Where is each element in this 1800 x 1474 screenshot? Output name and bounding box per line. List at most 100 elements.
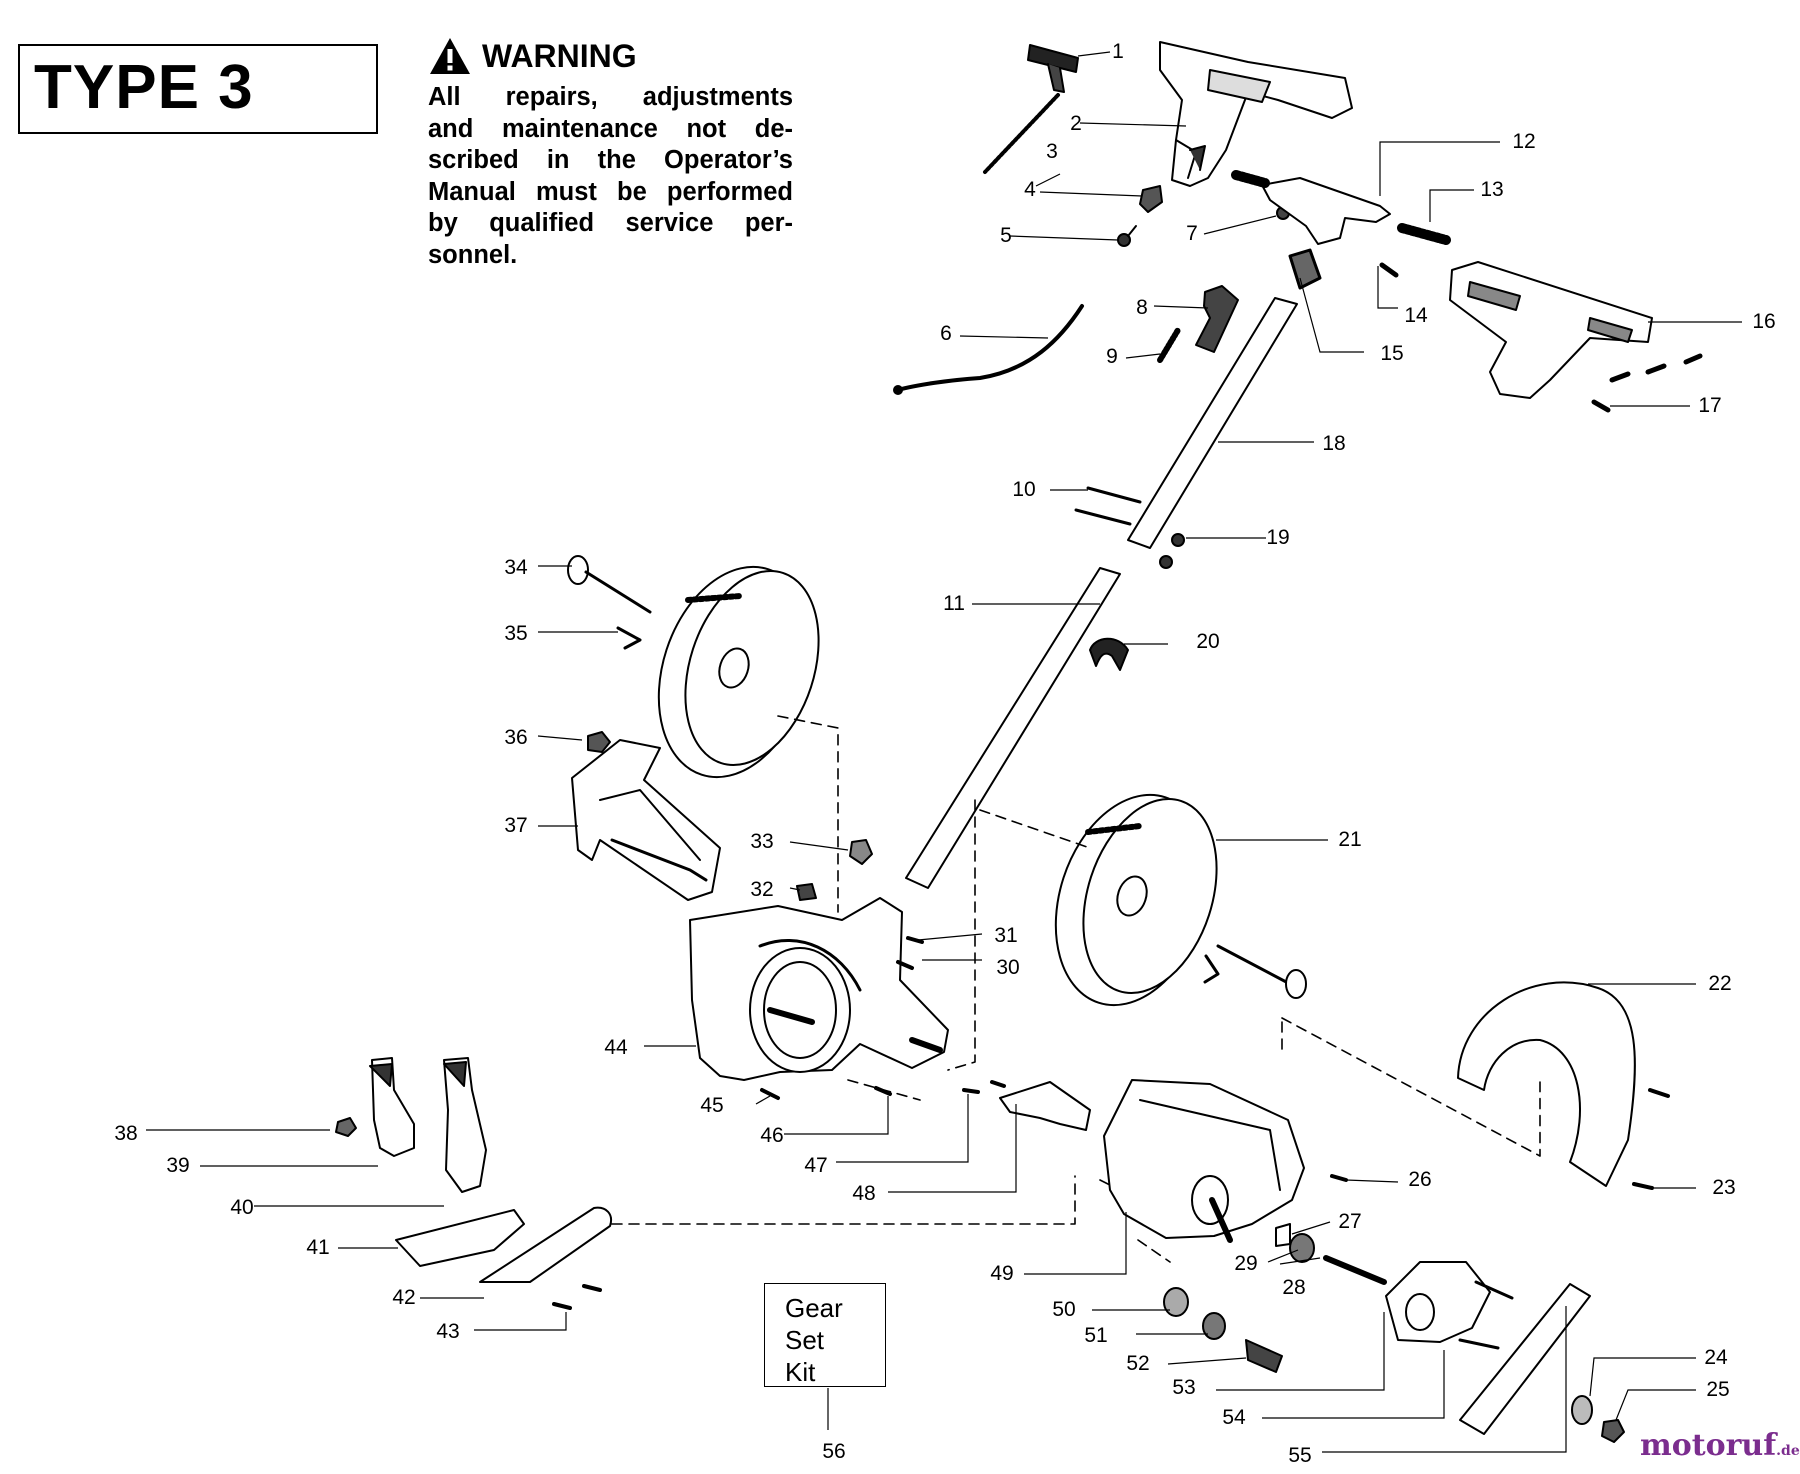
warning-title: WARNING	[482, 37, 637, 74]
warning-line: and maintenance not de-	[428, 114, 793, 143]
callout-7: 7	[1186, 222, 1198, 245]
callout-6: 6	[940, 322, 952, 345]
warning-heading: WARNING	[428, 30, 793, 82]
part-screws-23	[1632, 1088, 1670, 1190]
callout-21: 21	[1338, 828, 1362, 851]
callout-25: 25	[1706, 1378, 1730, 1401]
part-handle-cover	[1449, 261, 1653, 399]
part-shoe-39	[369, 1057, 415, 1157]
part-plate-42	[479, 1206, 612, 1283]
callout-48: 48	[852, 1182, 876, 1205]
callout-27: 27	[1338, 1210, 1362, 1233]
callout-8: 8	[1136, 296, 1148, 319]
callout-14: 14	[1404, 304, 1428, 327]
part-bracket-37	[571, 739, 721, 901]
callout-30: 30	[996, 956, 1020, 979]
callout-24: 24	[1704, 1346, 1728, 1369]
part-washer-51	[1202, 1312, 1226, 1340]
part-spring-9	[1157, 327, 1181, 363]
callout-43: 43	[436, 1320, 460, 1343]
warning-line: by qualified service per-	[428, 209, 793, 237]
warning-line: Manual must be performed	[428, 177, 793, 206]
part-washer-24	[1571, 1395, 1593, 1425]
part-lower-tube	[905, 567, 1121, 889]
callout-20: 20	[1196, 630, 1220, 653]
part-plate-47	[999, 1081, 1091, 1131]
callout-12: 12	[1512, 130, 1536, 153]
callout-40: 40	[230, 1196, 254, 1219]
part-skid-41	[395, 1209, 525, 1267]
callout-53: 53	[1172, 1376, 1196, 1399]
callout-31: 31	[994, 924, 1018, 947]
part-blade-cover-54	[1385, 1261, 1514, 1350]
part-bolt-53	[1245, 1339, 1283, 1373]
callout-39: 39	[166, 1154, 190, 1177]
callout-3: 3	[1046, 140, 1058, 163]
part-screws-43	[552, 1284, 602, 1310]
part-clip-32	[796, 883, 817, 901]
callout-55: 55	[1288, 1444, 1312, 1467]
callout-10: 10	[1012, 478, 1036, 501]
callout-33: 33	[750, 830, 774, 853]
part-screw-5	[1117, 225, 1137, 247]
callout-16: 16	[1752, 310, 1776, 333]
warning-line: sonnel.	[428, 240, 518, 269]
part-nuts-19	[1171, 533, 1185, 547]
part-screws-17	[1591, 353, 1703, 413]
callout-13: 13	[1480, 178, 1504, 201]
callout-18: 18	[1322, 432, 1346, 455]
callout-5: 5	[1000, 224, 1012, 247]
part-screw-46	[874, 1086, 892, 1096]
part-spring-13	[1397, 223, 1451, 245]
part-gear-housing-44	[689, 897, 949, 1081]
callout-34: 34	[504, 556, 528, 579]
callout-46: 46	[760, 1124, 784, 1147]
part-upper-handle	[1159, 41, 1353, 187]
callout-49: 49	[990, 1262, 1014, 1285]
callout-19: 19	[1266, 526, 1290, 549]
callout-47: 47	[804, 1154, 828, 1177]
part-nut-25	[1601, 1419, 1625, 1443]
callout-36: 36	[504, 726, 528, 749]
callout-52: 52	[1126, 1352, 1150, 1375]
kit-line: Gear	[785, 1293, 843, 1323]
warning-line: All repairs, adjustments	[428, 83, 793, 111]
part-grip-insert	[1288, 248, 1322, 290]
part-trigger-lever	[1261, 177, 1391, 245]
part-axle-34	[567, 555, 652, 614]
part-nut-36	[587, 731, 611, 753]
part-washer-50	[1163, 1287, 1189, 1317]
callout-50: 50	[1052, 1298, 1076, 1321]
part-wheel-21	[1054, 793, 1307, 1007]
watermark-tld: .de	[1776, 1443, 1800, 1459]
part-washer-33	[849, 839, 873, 865]
callout-54: 54	[1222, 1406, 1246, 1429]
part-clip	[1139, 185, 1163, 213]
callout-9: 9	[1106, 345, 1118, 368]
part-t-handle-cap	[1027, 44, 1079, 93]
callout-1: 1	[1112, 40, 1124, 63]
callout-41: 41	[306, 1236, 330, 1259]
part-clamp-20	[1089, 637, 1129, 671]
part-screw-14	[1379, 262, 1399, 278]
callout-29: 29	[1234, 1252, 1258, 1275]
part-blade-55	[1459, 1283, 1591, 1435]
callout-11: 11	[943, 592, 965, 615]
part-wheel-left	[657, 565, 820, 779]
callout-51: 51	[1084, 1324, 1108, 1347]
part-upper-tube	[1127, 297, 1298, 549]
part-screw-26	[1330, 1174, 1348, 1182]
callout-35: 35	[504, 622, 528, 645]
callout-45: 45	[700, 1094, 724, 1117]
warning-line: scribed in the Operator’s	[428, 146, 793, 174]
part-control-cable	[896, 304, 1084, 392]
part-screws-30-31	[896, 936, 924, 970]
gear-set-kit-box: Gear Set Kit	[764, 1283, 886, 1387]
callout-38: 38	[114, 1122, 138, 1145]
warning-triangle-icon	[430, 38, 470, 74]
callout-37: 37	[504, 814, 528, 837]
part-nut-38	[335, 1117, 357, 1137]
callout-22: 22	[1708, 972, 1732, 995]
